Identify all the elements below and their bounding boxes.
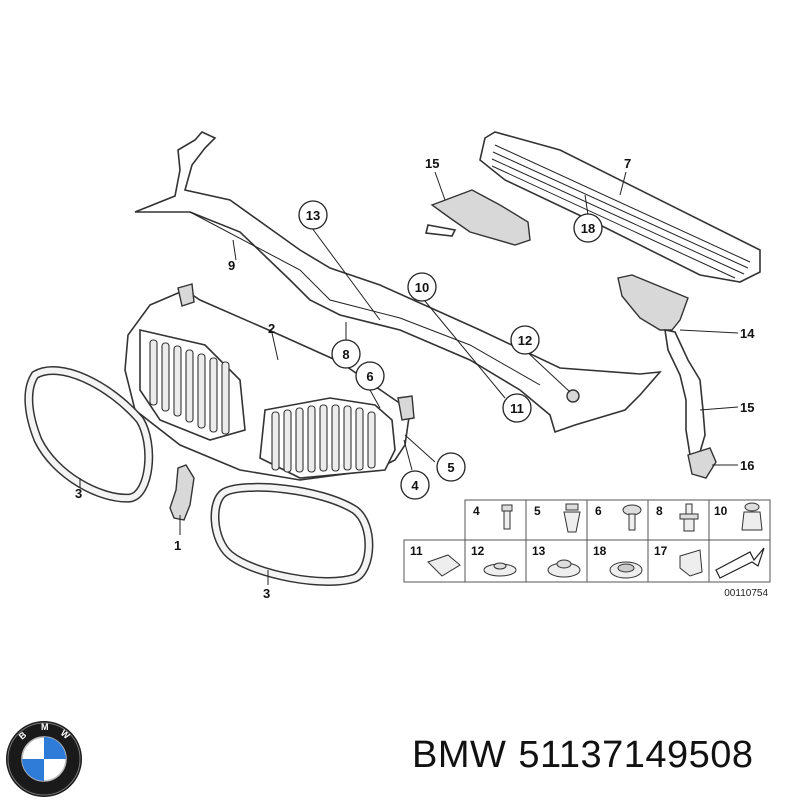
callout-10: 10: [415, 280, 429, 295]
fastener-17-icon: [679, 549, 703, 577]
table-cell-6: 6: [595, 504, 602, 518]
fastener-11-icon: [427, 554, 461, 577]
table-cell-11: 11: [410, 544, 423, 558]
table-cell-18: 18: [593, 544, 607, 558]
fastener-8-icon: [679, 503, 699, 532]
table-cell-10: 10: [714, 504, 728, 518]
part-2-grille: [124, 283, 415, 481]
leader-lines: [79, 171, 739, 585]
callout-13: 13: [306, 208, 320, 223]
fastener-10-icon: [741, 502, 763, 531]
callout-8: 8: [342, 347, 349, 362]
callout-3-left: 3: [75, 486, 82, 501]
table-cell-4: 4: [473, 504, 480, 518]
part-9-cowl-cover: [134, 131, 662, 434]
fastener-13-icon: [547, 559, 581, 578]
callout-15-right: 15: [740, 400, 754, 415]
table-cell-5: 5: [534, 504, 541, 518]
bmw-logo-icon: B M W: [6, 721, 82, 797]
callout-3-right: 3: [263, 586, 270, 601]
callout-12: 12: [518, 333, 532, 348]
callout-15-top: 15: [425, 156, 439, 171]
callout-5: 5: [447, 460, 454, 475]
fastener-5-icon: [563, 503, 581, 533]
table-cell-17: 17: [654, 544, 668, 558]
callout-2: 2: [268, 321, 275, 336]
part-14-15-16-hose: [617, 274, 717, 479]
brand-name: BMW: [412, 734, 507, 776]
part-15-bracket: [425, 189, 531, 246]
callout-7: 7: [624, 156, 631, 171]
logo-letter-b: B: [17, 729, 29, 741]
logo-letter-m: M: [41, 722, 49, 732]
callout-6: 6: [366, 369, 373, 384]
parts-diagram: 9 2 1 3 3 15 7 14 15 16 13 18 10 12 8 6 …: [24, 131, 771, 601]
fastener-6-icon: [622, 504, 642, 531]
callout-9: 9: [228, 258, 235, 273]
callouts: 9 2 1 3 3 15 7 14 15 16 13 18 10 12 8 6 …: [75, 156, 755, 601]
brand-part-number: BMW 51137149508: [412, 734, 766, 777]
table-cell-8: 8: [656, 504, 663, 518]
drawing-code: 00110754: [724, 588, 768, 599]
part-number: 51137149508: [518, 734, 754, 776]
fastener-12-icon: [483, 562, 517, 577]
part-1-bracket: [169, 464, 195, 521]
table-cell-12: 12: [471, 544, 485, 558]
direction-arrow-icon: [715, 547, 765, 579]
callout-14: 14: [740, 326, 755, 341]
callout-11: 11: [510, 401, 524, 416]
callout-18: 18: [581, 221, 595, 236]
fastener-18-icon: [609, 561, 643, 579]
callout-4: 4: [411, 478, 419, 493]
part-3-frame-left: [24, 366, 154, 503]
callout-16: 16: [740, 458, 754, 473]
fastener-4-icon: [501, 504, 513, 530]
callout-1: 1: [174, 538, 181, 553]
table-cell-13: 13: [532, 544, 546, 558]
fastener-table: 4 5 6 8 10 11 12 13 18 17: [403, 499, 771, 599]
part-7-panel: [479, 131, 761, 283]
part-3-frame-right: [210, 482, 374, 586]
